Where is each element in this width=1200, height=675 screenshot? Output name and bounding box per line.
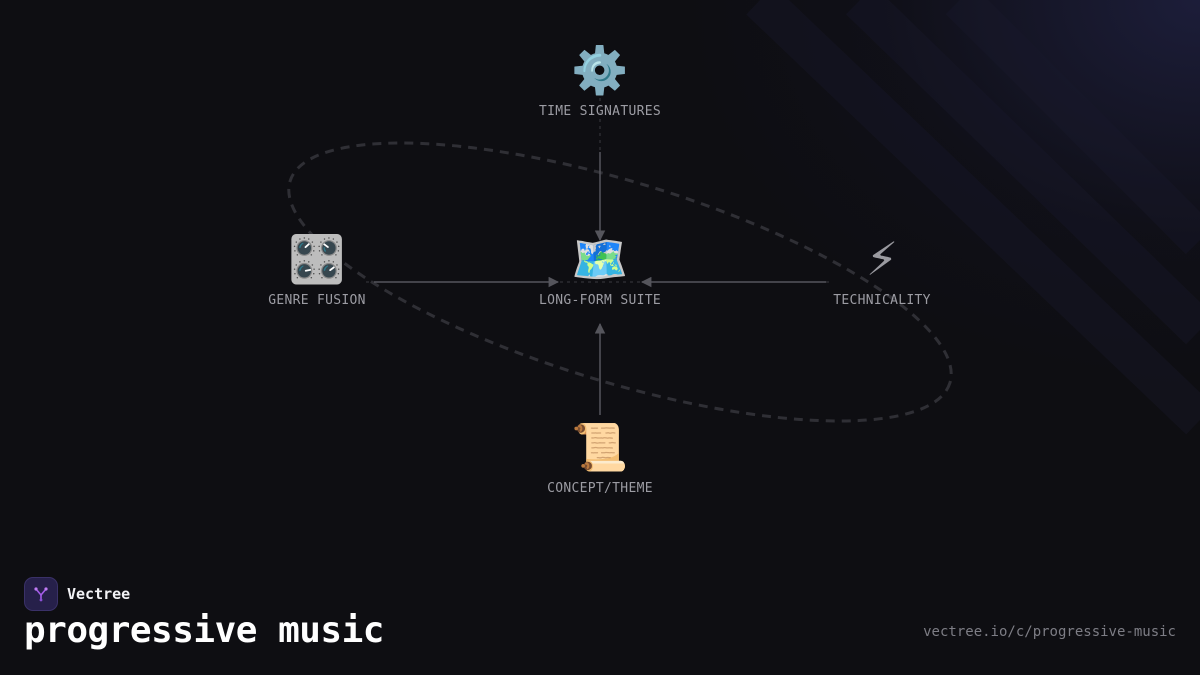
node-label: CONCEPT/THEME — [547, 481, 653, 496]
orbit-ring — [287, 141, 953, 423]
vectree-logo-icon — [24, 577, 58, 611]
brand-name: Vectree — [67, 585, 131, 603]
node-technicality[interactable]: ⚡ TECHNICALITY — [782, 233, 982, 308]
brand[interactable]: Vectree — [24, 577, 130, 611]
node-label: TECHNICALITY — [833, 293, 931, 308]
gear-icon: ⚙️ — [571, 43, 629, 97]
node-label: LONG-FORM SUITE — [539, 293, 661, 308]
node-long-form-suite[interactable]: 🗺️ LONG-FORM SUITE — [500, 233, 700, 308]
node-label: GENRE FUSION — [268, 293, 366, 308]
page-url[interactable]: vectree.io/c/progressive-music — [923, 624, 1176, 640]
node-label: TIME SIGNATURES — [539, 104, 661, 119]
node-genre-fusion[interactable]: 🎛️ GENRE FUSION — [217, 233, 417, 308]
scroll-icon: 📜 — [571, 420, 629, 474]
node-concept-theme[interactable]: 📜 CONCEPT/THEME — [500, 421, 700, 496]
node-time-signatures[interactable]: ⚙️ TIME SIGNATURES — [500, 44, 700, 119]
control-knobs-icon: 🎛️ — [288, 232, 346, 286]
page-title: progressive music — [24, 610, 384, 651]
high-voltage-icon: ⚡ — [865, 232, 899, 286]
world-map-icon: 🗺️ — [571, 232, 629, 286]
